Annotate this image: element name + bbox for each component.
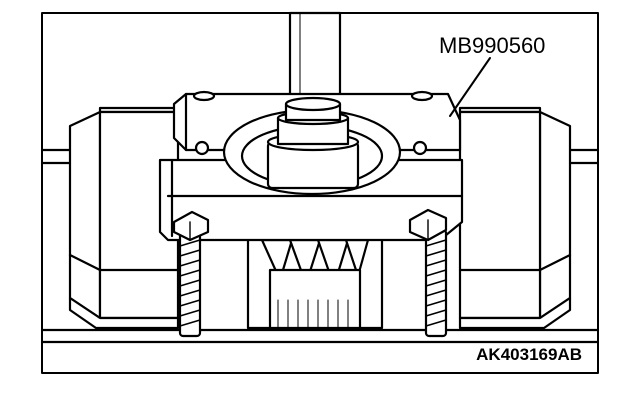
figure-id-label: AK403169AB (476, 345, 582, 364)
tool-number-label: MB990560 (439, 33, 546, 58)
right-support-block (458, 106, 572, 330)
callout-leader-line (449, 57, 491, 117)
bearing (266, 96, 360, 190)
left-support-block (68, 106, 180, 330)
gear (246, 236, 384, 330)
right-stud-bolt (408, 208, 448, 338)
left-stud-bolt (172, 210, 210, 338)
